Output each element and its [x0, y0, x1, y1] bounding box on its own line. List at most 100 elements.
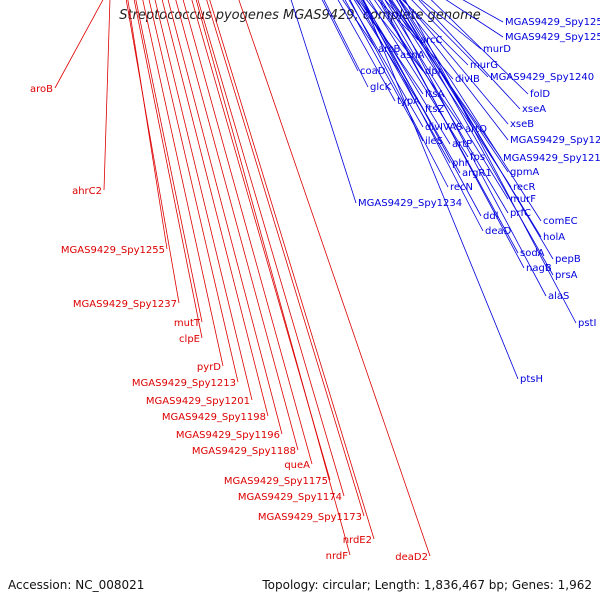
forward-leader-line: [366, 0, 424, 72]
reverse-gene-label: nrdF: [326, 551, 349, 562]
forward-gene-label: alaS: [548, 291, 569, 302]
forward-gene-label: murG: [470, 60, 498, 71]
reverse-gene-label: MGAS9429_Spy1213: [132, 378, 236, 389]
forward-leader-line: [462, 0, 504, 23]
forward-leader-line: [356, 0, 451, 164]
reverse-leader-line: [54, 0, 104, 89]
forward-gene-label: ftsA: [425, 89, 444, 100]
reverse-leader-line: [182, 0, 313, 465]
reverse-leader-line: [195, 0, 351, 556]
forward-gene-label: recN: [450, 182, 473, 193]
forward-leader-line: [323, 0, 369, 88]
forward-leader-line: [361, 0, 451, 145]
forward-leader-line: [374, 0, 464, 130]
label-layer: MGAS9429_Spy1253arcCMGAS9429_Spy1251arcB…: [30, 0, 600, 563]
forward-gene-label: recR: [513, 182, 536, 193]
forward-gene-label: sodA: [520, 248, 545, 259]
forward-leader-line: [344, 0, 424, 142]
forward-gene-label: deaD: [485, 226, 512, 237]
reverse-gene-label: MGAS9429_Spy1237: [73, 299, 177, 310]
forward-leader-line: [349, 0, 449, 188]
forward-leader-line: [381, 0, 509, 214]
reverse-gene-label: MGAS9429_Spy1201: [146, 396, 250, 407]
reverse-leader-line: [154, 0, 253, 401]
reverse-gene-label: mutT: [174, 318, 201, 329]
forward-gene-label: fps: [470, 152, 485, 163]
forward-leader-line: [321, 0, 359, 72]
reverse-gene-label: clpE: [179, 334, 200, 345]
forward-leader-line: [337, 0, 396, 102]
forward-gene-label: ptsH: [520, 374, 543, 385]
forward-leader-line: [380, 0, 525, 269]
forward-leader-line: [396, 0, 554, 276]
forward-leader-line: [384, 0, 509, 200]
reverse-leader-line: [197, 0, 345, 497]
accession-label: Accession: NC_008021: [8, 578, 145, 592]
forward-gene-label: xseA: [522, 104, 546, 115]
forward-gene-label: ileS: [425, 136, 443, 147]
forward-gene-label: ddl: [483, 211, 498, 222]
reverse-gene-label: queA: [284, 460, 310, 471]
forward-leader-line: [377, 0, 419, 41]
forward-gene-label: divIVAS: [425, 122, 462, 133]
forward-leader-line: [362, 0, 484, 232]
forward-leader-line: [368, 0, 469, 158]
forward-gene-label: murD: [483, 44, 511, 55]
forward-leader-line: [388, 0, 547, 297]
reverse-gene-label: MGAS9429_Spy1188: [192, 446, 296, 457]
forward-gene-label: glcK: [370, 82, 392, 93]
reverse-gene-label: MGAS9429_Spy1173: [258, 512, 362, 523]
forward-gene-label: pstI: [578, 318, 596, 329]
reverse-leader-line: [161, 0, 269, 417]
reverse-leader-line: [125, 0, 180, 304]
forward-leader-line: [378, 0, 519, 254]
forward-gene-label: murF: [510, 194, 536, 205]
reverse-gene-label: ahrC2: [72, 186, 102, 197]
forward-leader-line: [418, 0, 521, 110]
forward-gene-label: argR1: [462, 168, 492, 179]
reverse-gene-label: aroB: [30, 84, 53, 95]
forward-leader-line: [403, 0, 509, 125]
reverse-leader-line: [209, 0, 375, 540]
forward-gene-label: pepB: [555, 254, 581, 265]
forward-leader-line: [399, 0, 542, 222]
forward-leader-line: [290, 0, 357, 204]
forward-gene-label: MGAS9429_Spy1240: [490, 72, 594, 83]
forward-leader-line: [399, 0, 509, 141]
reverse-leader-line: [167, 0, 283, 435]
forward-gene-label: MGAS9429_Spy1253: [505, 17, 600, 28]
forward-leader-line: [360, 0, 461, 174]
forward-gene-label: MGAS9429_Spy1234: [358, 198, 462, 209]
forward-leader-line: [404, 0, 577, 324]
reverse-leader-line: [206, 0, 365, 517]
forward-gene-label: xseB: [510, 119, 534, 130]
forward-gene-label: divIB: [455, 74, 480, 85]
reverse-gene-label: nrdE2: [343, 535, 372, 546]
reverse-leader-line: [133, 0, 203, 339]
reverse-gene-label: MGAS9429_Spy1174: [238, 492, 342, 503]
forward-gene-label: MGAS9429_Spy1219: [503, 153, 600, 164]
forward-gene-label: MGAS9429_Spy1251: [505, 32, 600, 43]
forward-leader-line: [420, 0, 482, 50]
forward-gene-label: ftsZ: [425, 104, 444, 115]
reverse-leader-line: [103, 0, 111, 191]
reverse-gene-label: MGAS9429_Spy1175: [224, 476, 328, 487]
reverse-leader-line: [191, 0, 331, 481]
genome-summary: Topology: circular; Length: 1,836,467 bp…: [262, 578, 592, 592]
forward-gene-label: dpr: [425, 66, 443, 77]
reverse-gene-label: MGAS9429_Spy1198: [162, 412, 266, 423]
forward-leader-line: [348, 0, 424, 128]
reverse-leader-line: [135, 0, 203, 323]
reverse-leader-line: [175, 0, 299, 451]
forward-gene-label: holA: [543, 232, 565, 243]
reverse-leader-line: [238, 0, 431, 557]
forward-gene-label: prfC: [510, 208, 531, 219]
forward-leader-line: [363, 0, 482, 217]
forward-gene-label: prsA: [555, 270, 578, 281]
reverse-gene-label: pyrD: [197, 362, 221, 373]
forward-gene-label: gpmA: [510, 167, 539, 178]
forward-leader-line: [430, 0, 529, 95]
reverse-gene-label: MGAS9429_Spy1196: [176, 430, 280, 441]
forward-leader-line: [445, 0, 504, 38]
